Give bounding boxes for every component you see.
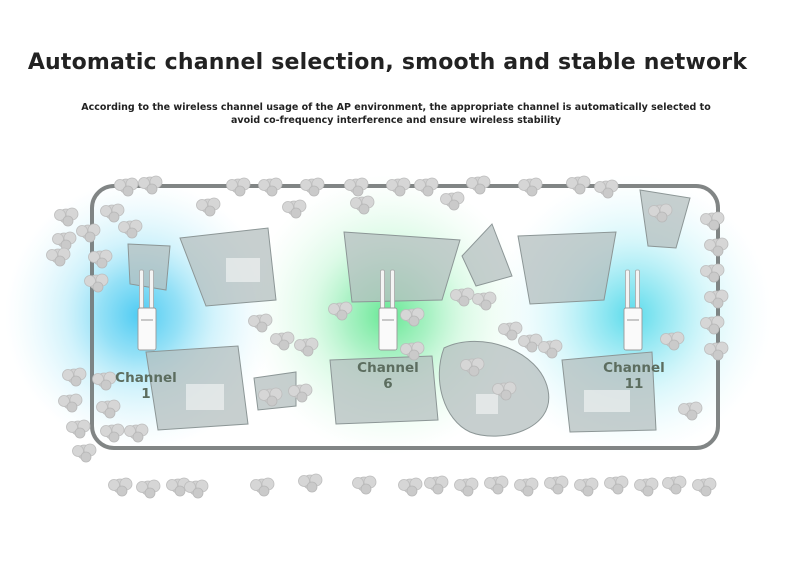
channel-number: 11 <box>624 376 644 392</box>
channel-label-1: Channel 1 <box>106 370 186 402</box>
channel-label-text: Channel <box>603 360 665 376</box>
channel-number: 1 <box>141 386 151 402</box>
channel-label-6: Channel 6 <box>348 360 428 392</box>
channel-label-text: Channel <box>357 360 419 376</box>
page-description: According to the wireless channel usage … <box>81 102 711 126</box>
channel-label-text: Channel <box>115 370 177 386</box>
channel-label-11: Channel 11 <box>594 360 674 392</box>
channel-number: 6 <box>383 376 393 392</box>
page-title: Automatic channel selection, smooth and … <box>27 50 748 75</box>
